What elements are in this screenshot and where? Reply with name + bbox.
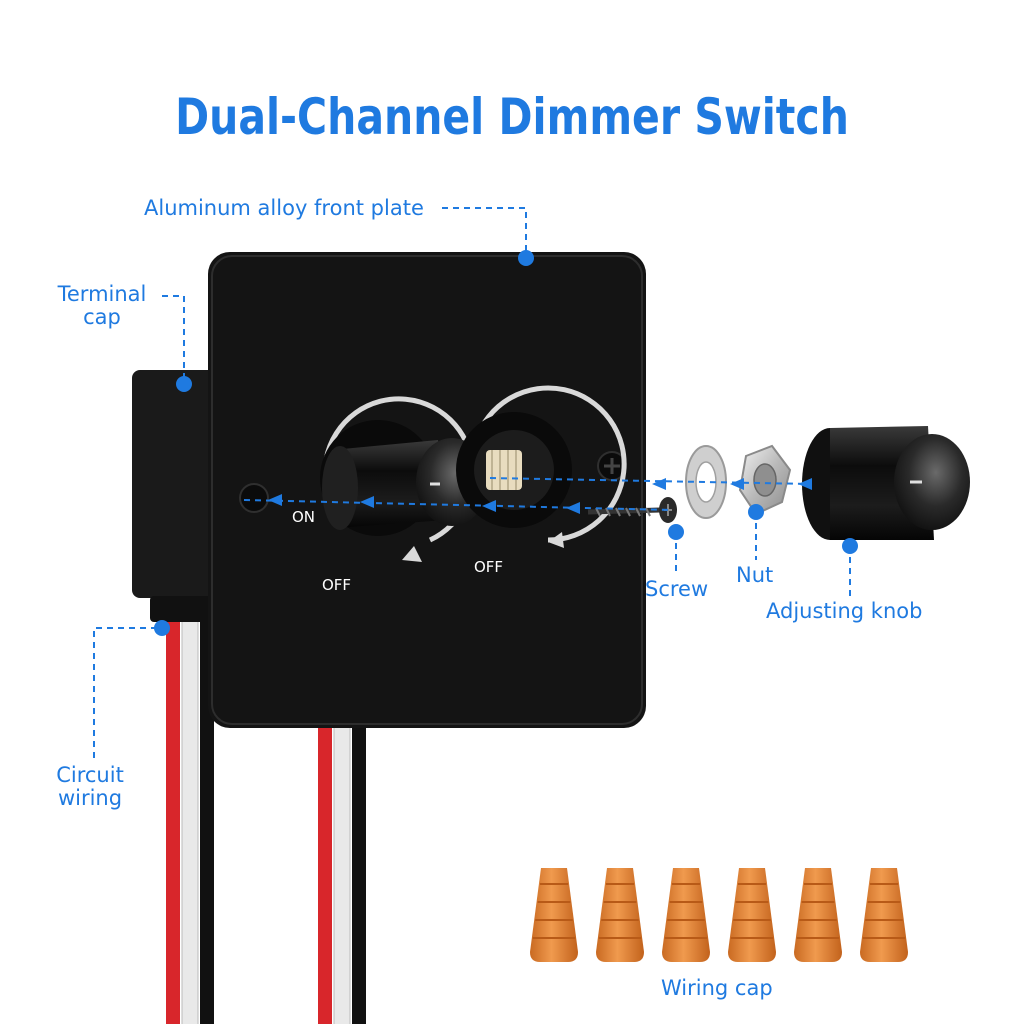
wiring-cap-6 bbox=[860, 868, 908, 962]
label-wiring-cap: Wiring cap bbox=[661, 976, 773, 1000]
label-circuit-wiring-line1: Circuit bbox=[56, 763, 124, 787]
label-adjusting-knob: Adjusting knob bbox=[766, 599, 923, 623]
wiring-cap-4 bbox=[728, 868, 776, 962]
label-circuit-wiring: Circuit wiring bbox=[44, 764, 136, 810]
assembly-arrows bbox=[268, 478, 812, 514]
screw bbox=[587, 497, 677, 523]
wiring-cap-1 bbox=[530, 868, 578, 962]
diagram-title: Dual-Channel Dimmer Switch bbox=[175, 88, 849, 146]
label-terminal-cap: Terminal cap bbox=[52, 283, 152, 329]
adjusting-knob-part bbox=[802, 426, 970, 540]
dial-mark-off-right: OFF bbox=[474, 558, 503, 576]
label-screw: Screw bbox=[645, 577, 709, 601]
label-terminal-cap-line1: Terminal bbox=[57, 282, 147, 306]
label-nut: Nut bbox=[736, 563, 774, 587]
nut bbox=[738, 444, 792, 516]
callout-dots bbox=[154, 250, 858, 636]
wiring-caps bbox=[530, 868, 908, 962]
right-dial bbox=[456, 385, 627, 548]
label-front-plate: Aluminum alloy front plate bbox=[144, 196, 424, 220]
wiring-cap-5 bbox=[794, 868, 842, 962]
label-terminal-cap-line2: cap bbox=[83, 305, 121, 329]
wiring-cap-3 bbox=[662, 868, 710, 962]
terminal-cap bbox=[132, 370, 224, 622]
wiring-cap-2 bbox=[596, 868, 644, 962]
circuit-wiring bbox=[166, 611, 366, 1024]
dial-mark-on: ON bbox=[292, 508, 315, 526]
leader-lines bbox=[93, 207, 851, 758]
dial-mark-off-left: OFF bbox=[322, 576, 351, 594]
label-circuit-wiring-line2: wiring bbox=[57, 786, 123, 810]
